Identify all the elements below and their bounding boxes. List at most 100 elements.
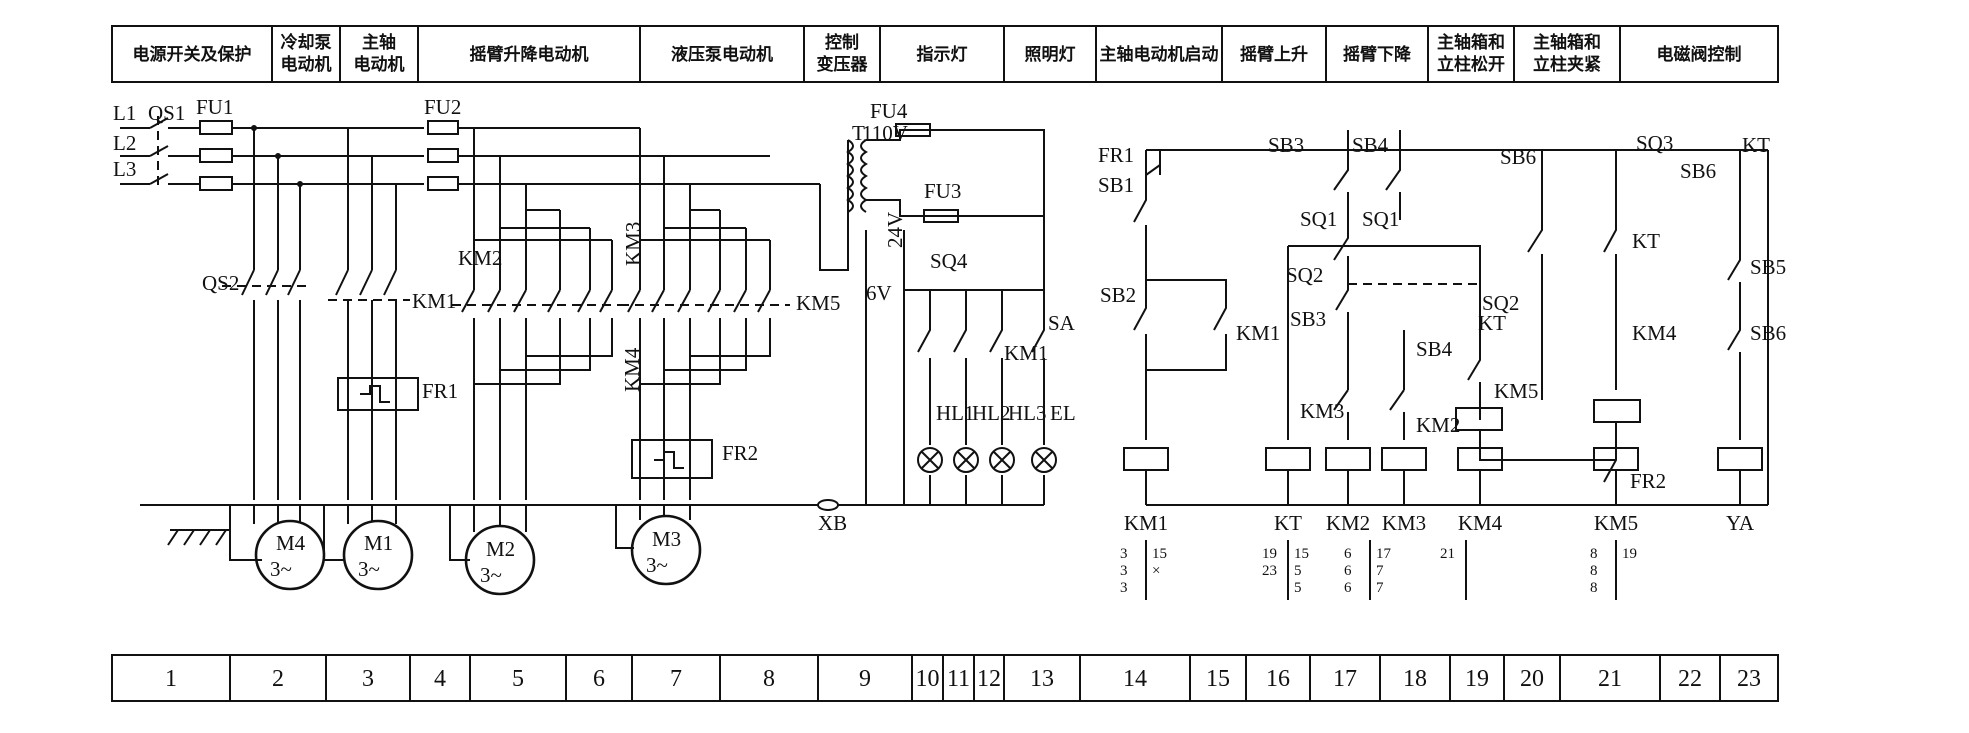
coil-ya [1717,447,1763,471]
header-section-3-line-2: 电动机 [354,54,405,75]
header-section-13-line-1: 主轴箱和 [1533,32,1601,53]
lamp-label-hl2: HL2 [972,401,1011,425]
transformer-label: T [852,121,865,145]
lamp-el [1031,447,1057,473]
kt-top-label: KT [1742,133,1770,157]
motor-m3 [630,514,702,586]
header-section-12-line-2: 立柱松开 [1437,54,1505,75]
sb4-top-label: SB4 [1352,133,1389,157]
fr2-control-label: FR2 [1630,469,1666,493]
xref-3-left-3: 6 [1344,580,1352,596]
column-number-18: 18 [1403,666,1427,692]
lamp-hl1 [917,447,943,473]
plug-xb [817,499,839,511]
xref-4-left-1: 21 [1440,546,1455,562]
column-number-3: 3 [362,666,374,692]
lamp-label-el: EL [1050,401,1076,425]
coil-label-ya: YA [1726,511,1755,535]
xref-3-right-3: 7 [1376,580,1384,596]
xref-2-left-2: 23 [1262,563,1277,579]
column-number-13: 13 [1030,666,1054,692]
coil-label-km1: KM1 [1124,511,1168,535]
km1-holding-label: KM1 [1236,321,1280,345]
header-section-6-line-1: 控制 [825,32,859,53]
header-section-9: 主轴电动机启动 [1100,44,1219,65]
header-section-4: 摇臂升降电动机 [470,44,589,65]
km5-power-label: KM5 [796,291,840,315]
header-section-1: 电源开关及保护 [133,44,252,65]
motor-m3-name: M3 [652,527,681,551]
xref-2-right-1: 15 [1294,546,1309,562]
kt-right-label: KT [1632,229,1660,253]
xref-3-right-1: 17 [1376,546,1392,562]
fr1-control-label: FR1 [1098,143,1134,167]
fu2-label: FU2 [424,95,461,119]
coil-km2 [1325,447,1371,471]
motor-m1-name: M1 [364,531,393,555]
transformer-6v: 6V [866,281,892,305]
coil-label-km3: KM3 [1382,511,1426,535]
header-section-7: 指示灯 [917,44,968,65]
fu3-label: FU3 [924,179,961,203]
motor-m2-name: M2 [486,537,515,561]
km3-interlock-label: KM3 [1300,399,1344,423]
coil-km3 [1381,447,1427,471]
sq1-right-label: SQ1 [1362,207,1399,231]
sq3-label: SQ3 [1636,131,1673,155]
column-number-20: 20 [1520,666,1544,692]
lamp-hl3 [989,447,1015,473]
sb6-top-label: SB6 [1500,145,1536,169]
xref-1-right-2: × [1152,563,1160,579]
control-rise-fall: SB3 SB4 SQ1 SQ1 SQ2 SQ2 SB3 SB4 KT KM3 K… [1268,130,1616,461]
header-section-10: 摇臂上升 [1240,44,1308,65]
column-number-10: 10 [916,666,940,692]
header-section-13-line-2: 立柱夹紧 [1533,54,1601,75]
km3-power-label: KM3 [621,222,645,266]
lamp-hl2 [953,447,979,473]
m3-branch: KM3 KM5 KM4 FR2 [620,128,840,500]
transformer-section: T 110V FU4 FU3 24V 6V SQ4 KM1 SA HL1HL2H… [819,99,1076,505]
sb1-label: SB1 [1098,173,1134,197]
header-section-12-line-1: 主轴箱和 [1437,32,1505,53]
column-number-17: 17 [1333,666,1357,692]
line-label-l2: L2 [113,131,136,155]
header-section-11: 摇臂下降 [1343,44,1412,65]
km5-mid-label: KM5 [1494,379,1538,403]
xref-5-right-1: 19 [1622,546,1637,562]
sq1-left-label: SQ1 [1300,207,1337,231]
column-number-11: 11 [947,666,970,692]
qs1-label: QS1 [148,101,185,125]
xref-1-right-1: 15 [1152,546,1167,562]
kt-mid-label: KT [1478,311,1506,335]
km2-power-label: KM2 [458,246,502,270]
motor-m3-spec: 3~ [646,553,668,577]
xref-2-left-1: 19 [1262,546,1277,562]
xref-3-left-1: 6 [1344,546,1352,562]
coil-kt [1265,447,1311,471]
header-section-5: 液压泵电动机 [671,44,773,65]
xref-5-left-2: 8 [1590,563,1598,579]
column-number-16: 16 [1266,666,1290,692]
qs2-label: QS2 [202,271,239,295]
column-number-22: 22 [1678,666,1702,692]
xref-5-left-1: 8 [1590,546,1598,562]
sq2-right-label: SQ2 [1482,291,1519,315]
header-section-8: 照明灯 [1025,45,1076,65]
column-number-6: 6 [593,666,605,692]
xref-1-left-2: 3 [1120,563,1128,579]
column-number-9: 9 [859,666,871,692]
coil-label-kt: KT [1274,511,1302,535]
motor-m1 [342,519,414,591]
column-number-12: 12 [977,666,1001,692]
coil-label-km2: KM2 [1326,511,1370,535]
control-km1-start: FR1 SB1 SB2 KM1 [1098,143,1768,440]
xref-1-left-1: 3 [1120,546,1128,562]
sb4-bottom-label: SB4 [1416,337,1453,361]
motor-m2-spec: 3~ [480,563,502,587]
header-section-14: 电磁阀控制 [1657,44,1742,65]
column-number-4: 4 [434,666,446,692]
